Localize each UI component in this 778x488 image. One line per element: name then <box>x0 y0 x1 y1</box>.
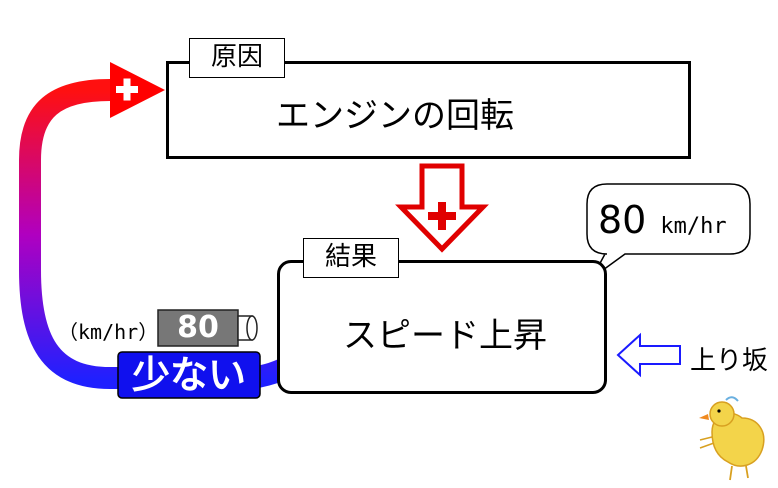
slope-arrow-icon <box>616 332 681 378</box>
gauge-unit: （km/hr） <box>58 320 159 344</box>
speech-value: 80 <box>598 198 647 242</box>
result-tag: 結果 <box>303 238 399 278</box>
low-label: 少ない <box>131 353 246 397</box>
speed-gauge <box>157 309 258 347</box>
cause-tag: 原因 <box>189 38 285 78</box>
cause-text: エンジンの回転 <box>276 96 514 136</box>
speech-text: 80 km/hr <box>598 198 727 242</box>
feedback-plus-icon <box>116 78 138 101</box>
speech-bubble <box>586 183 751 279</box>
speech-unit: km/hr <box>660 214 727 239</box>
result-text: スピード上昇 <box>343 316 547 356</box>
chick-icon <box>699 396 765 481</box>
gauge-value: 80 <box>177 310 219 345</box>
low-label-box <box>117 351 261 399</box>
result-box <box>277 260 607 394</box>
cause-result-arrow <box>395 163 489 253</box>
slope-label: 上り坂 <box>690 346 769 376</box>
